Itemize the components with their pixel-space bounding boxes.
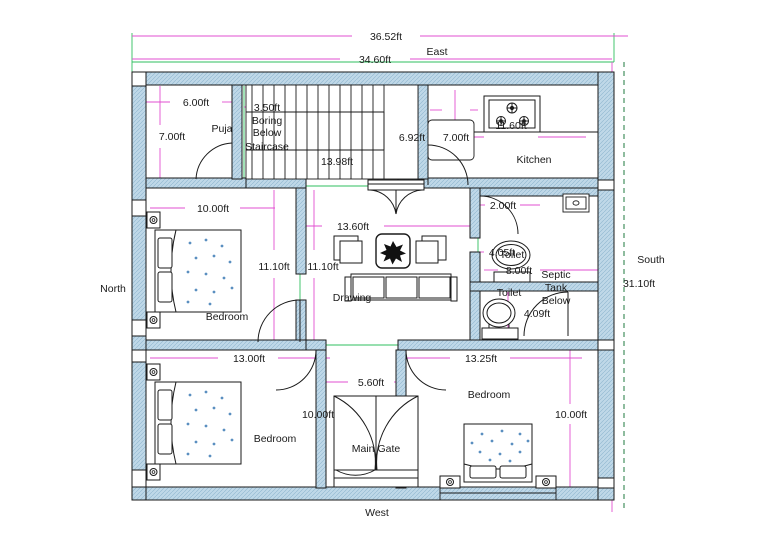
compass-label-east: East	[426, 46, 447, 58]
sink-basin-icon	[562, 193, 590, 213]
note-staircase: Staircase	[245, 141, 289, 153]
dim-6-92: 6.92ft	[399, 132, 425, 144]
dim-13-00: 13.00ft	[233, 353, 265, 365]
compass-label-south: South	[637, 254, 665, 266]
room-label-puja: Puja	[211, 123, 232, 135]
annotation-group: Boring Below Staircase Septic Tank Below…	[245, 115, 571, 455]
toilet-commode-icon	[481, 298, 519, 340]
windows	[439, 487, 557, 500]
armchair-left-icon	[333, 235, 363, 264]
wash-basin-icon	[491, 240, 531, 283]
dim-4-09: 4.09ft	[524, 308, 550, 320]
exterior-walls	[131, 71, 615, 501]
room-label-drawing: Drawing	[333, 292, 372, 304]
dim-7-00-kitchen: 7.00ft	[443, 132, 469, 144]
dim-13-60: 13.60ft	[337, 221, 369, 233]
dim-2-00: 2.00ft	[490, 200, 516, 212]
dim-10-00-se: 10.00ft	[555, 409, 587, 421]
compass-label-west: West	[365, 507, 389, 519]
note-main-gate: Main Gate	[352, 443, 401, 455]
sofa-three-seat-icon	[344, 273, 458, 302]
double-bed-sw	[146, 363, 242, 481]
dim-3-50: 3.50ft	[254, 102, 280, 114]
dimension-text-group: 36.52ft 34.60ft 6.00ft 7.00ft 3.50ft 13.…	[159, 31, 655, 421]
dim-10-00-sw: 10.00ft	[302, 409, 334, 421]
dim-36-52: 36.52ft	[370, 31, 402, 43]
room-label-group: Puja Kitchen Drawing Bedroom Bedroom Bed…	[206, 123, 552, 445]
center-table-plant-icon	[375, 233, 411, 269]
note-septic-3: Below	[542, 295, 571, 307]
armchair-right-icon	[415, 235, 447, 264]
compass-label-group: North South East West	[100, 46, 665, 519]
room-label-bedroom-se: Bedroom	[468, 389, 511, 401]
double-bed-se	[439, 423, 557, 489]
dim-4-05: 4.05ft	[489, 247, 515, 259]
compass-label-north: North	[100, 283, 126, 295]
dim-11-10-b: 11.10ft	[307, 261, 338, 273]
note-boring-2: Below	[253, 127, 282, 139]
staircase	[245, 84, 419, 180]
dim-11-60: 11.60ft	[495, 120, 526, 132]
note-septic-2: Tank	[545, 282, 568, 294]
room-label-toilet-lower: Toilet	[497, 287, 522, 299]
dim-10-00-nw: 10.00ft	[197, 203, 229, 215]
room-label-toilet-upper: Toilet	[500, 249, 525, 261]
note-boring-1: Boring	[252, 115, 283, 127]
kitchen-counter	[427, 119, 598, 161]
stove-cooktop-icon	[483, 95, 541, 133]
dim-5-60: 5.60ft	[358, 377, 384, 389]
room-label-bedroom-nw: Bedroom	[206, 311, 249, 323]
room-label-kitchen: Kitchen	[516, 154, 551, 166]
main-gate-double-door-icon	[333, 395, 419, 471]
dim-13-98: 13.98ft	[321, 156, 353, 168]
dim-6-00: 6.00ft	[183, 97, 209, 109]
double-bed-nw	[146, 211, 242, 329]
dim-31-10: 31.10ft	[623, 278, 655, 290]
dim-13-25: 13.25ft	[465, 353, 497, 365]
dim-8-00: 8.00ft	[506, 265, 532, 277]
dim-11-10-a: 11.10ft	[258, 261, 289, 273]
note-septic-1: Septic	[541, 269, 570, 281]
dim-7-00-puja: 7.00ft	[159, 131, 185, 143]
room-label-bedroom-sw: Bedroom	[254, 433, 297, 445]
dim-34-60: 34.60ft	[359, 54, 391, 66]
